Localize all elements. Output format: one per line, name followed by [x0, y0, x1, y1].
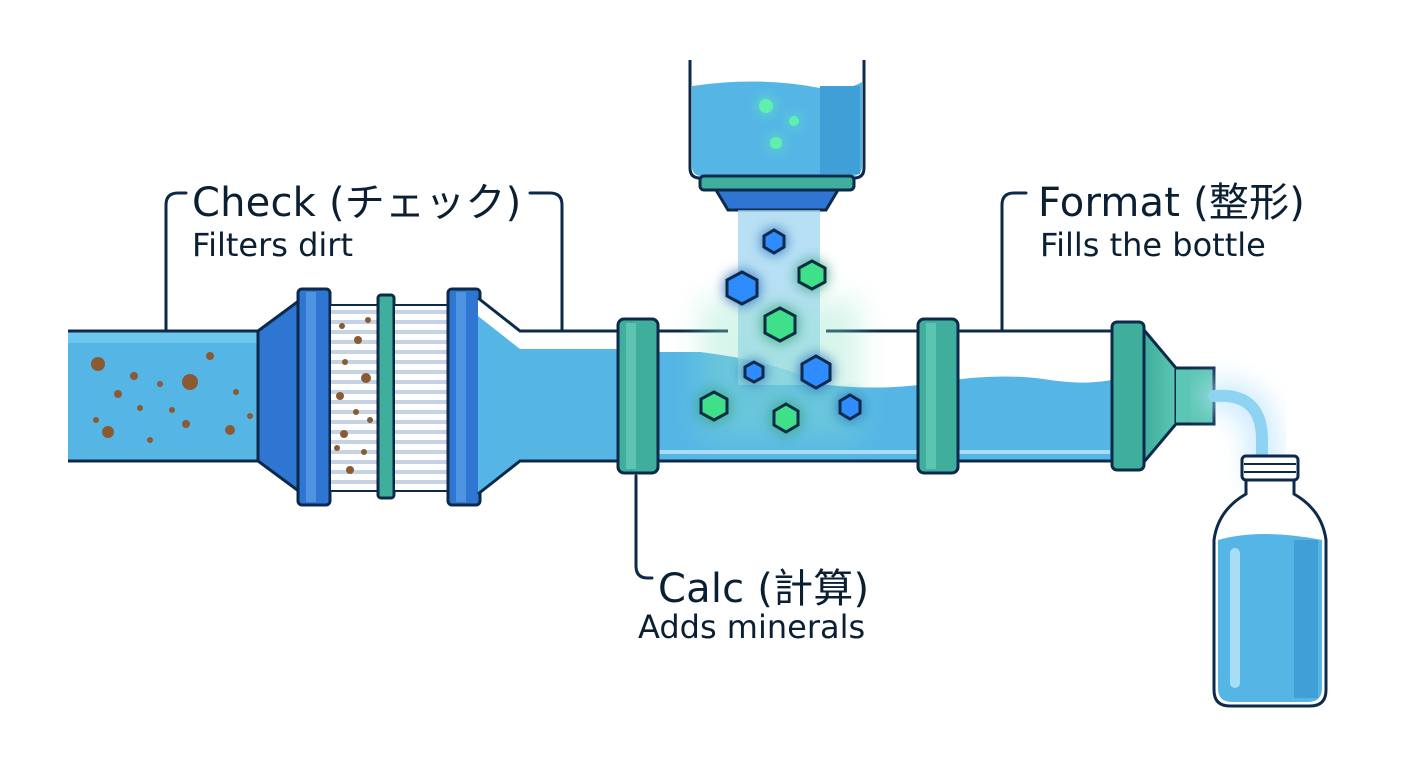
calc-leader	[634, 474, 654, 580]
leader-lines	[164, 191, 1028, 580]
format-description: Fills the bottle	[1040, 226, 1266, 264]
filter-housing	[256, 287, 620, 507]
format-title: Format (整形)	[1038, 180, 1306, 226]
mineral-hexagon	[762, 228, 786, 255]
mineral-hexagon	[797, 259, 827, 291]
outflow-stream	[1202, 383, 1274, 482]
check-leader-left	[164, 191, 188, 332]
mineral-hexagon	[725, 270, 759, 306]
mineral-particles	[699, 228, 862, 434]
main-pipe	[620, 329, 1120, 463]
water-bottle	[1212, 454, 1328, 708]
mineral-hexagon	[800, 354, 832, 390]
pipe-flanges	[616, 317, 960, 475]
calc-title: Calc (計算)	[658, 566, 870, 612]
trapped-dirt	[334, 317, 373, 474]
outlet-nozzle	[1110, 320, 1216, 472]
mineral-hexagon	[772, 402, 800, 434]
mineral-hexagon	[763, 306, 797, 343]
check-leader-right	[528, 191, 564, 332]
mineral-hexagon	[838, 393, 862, 421]
inlet-pipe	[68, 329, 268, 463]
mineral-hexagon	[699, 390, 729, 422]
calc-description: Adds minerals	[638, 608, 866, 646]
check-description: Filters dirt	[192, 226, 353, 264]
check-title: Check (チェック)	[192, 180, 522, 226]
mineral-hexagon	[743, 360, 765, 384]
dirt-particles	[91, 352, 253, 443]
format-leader	[1000, 191, 1028, 332]
